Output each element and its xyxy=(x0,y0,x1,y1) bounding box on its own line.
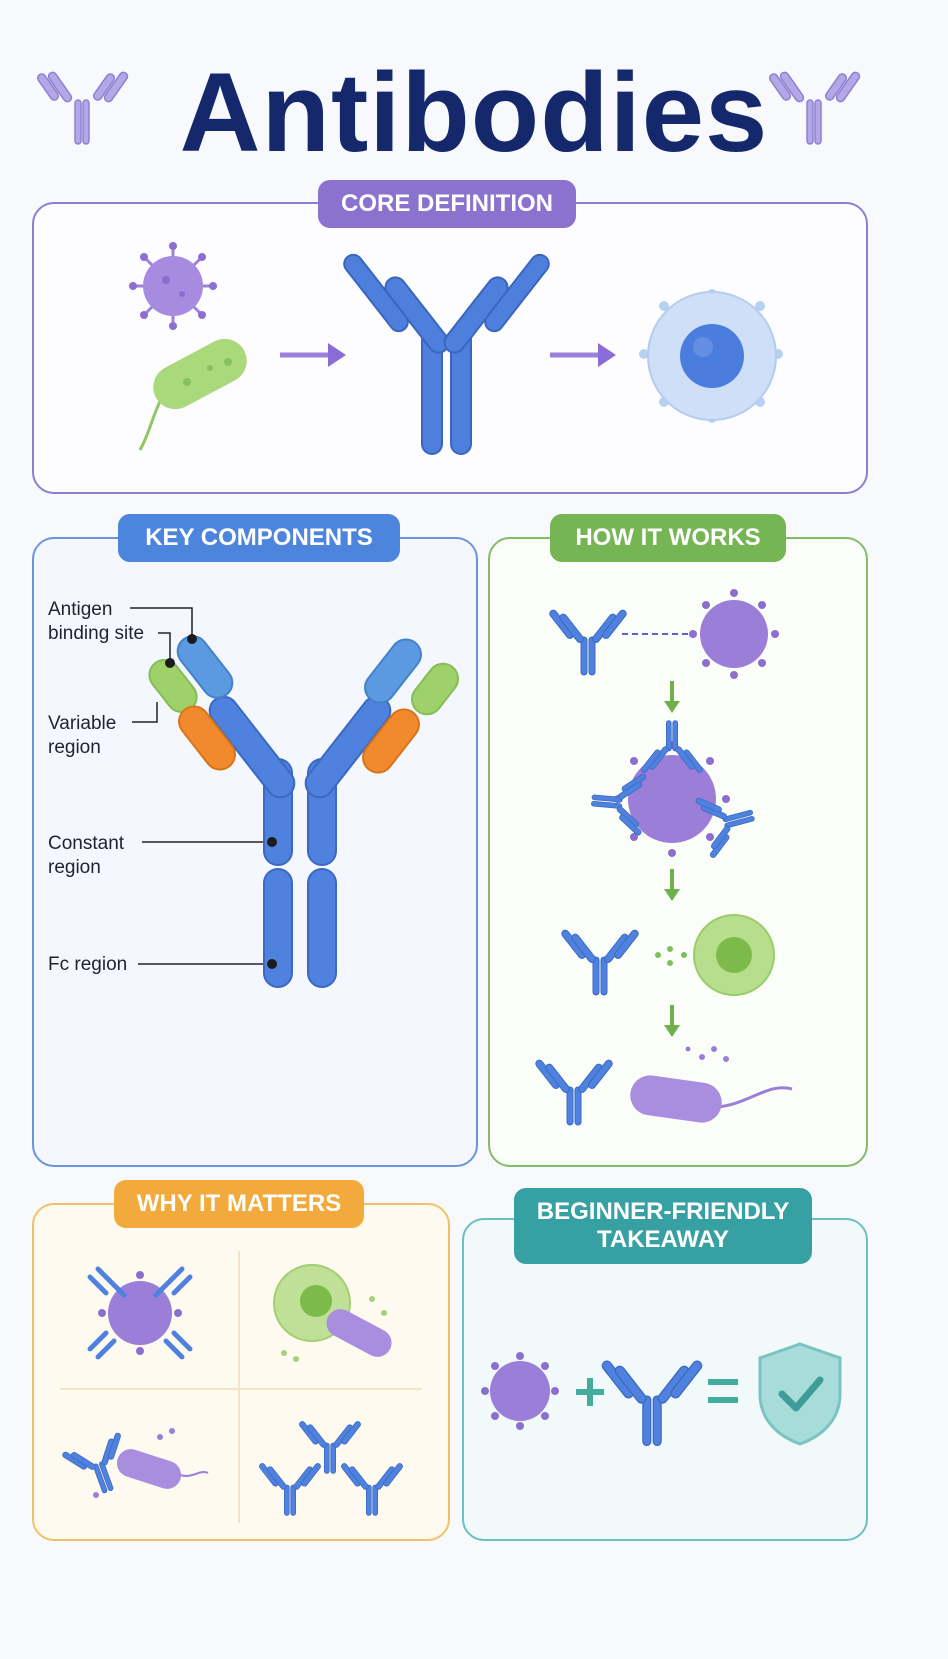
arrow-right-icon xyxy=(550,343,616,367)
why-it-matters-label: WHY IT MATTERS xyxy=(114,1180,364,1228)
fc-region-label: Fc region xyxy=(48,954,128,975)
antibody-icon-left xyxy=(36,71,129,145)
equals-icon xyxy=(708,1379,738,1403)
antibody-structure-diagram xyxy=(130,607,460,988)
virus-icon xyxy=(689,589,779,679)
arrow-down-icon xyxy=(664,1005,680,1037)
takeaway-equation xyxy=(481,1342,842,1447)
arrow-right-icon xyxy=(280,343,346,367)
how-it-works-label: HOW IT WORKS xyxy=(550,514,786,562)
shield-check-icon xyxy=(758,1342,842,1446)
immune-cell-icon xyxy=(639,289,783,423)
constant-region-label: Constant region xyxy=(48,833,125,878)
antigen-binding-site-label: Antigen binding site xyxy=(48,599,145,644)
key-components-label: KEY COMPONENTS xyxy=(118,514,400,562)
variable-region-label: Variable region xyxy=(48,713,117,758)
virus-icon xyxy=(481,1352,559,1430)
antibody-icon-right xyxy=(768,71,861,145)
antibody-icon xyxy=(343,253,550,455)
how-it-works-diagram xyxy=(533,589,793,1126)
virus-icon xyxy=(614,741,730,857)
arrow-down-icon xyxy=(664,869,680,901)
virus-icon xyxy=(129,242,217,330)
plus-icon xyxy=(576,1378,604,1406)
bacterium-icon xyxy=(630,1046,793,1123)
takeaway-label: BEGINNER-FRIENDLY TAKEAWAY xyxy=(514,1188,812,1264)
bacterium-icon xyxy=(138,338,247,451)
page-title: Antibodies xyxy=(179,50,769,175)
why-it-matters-diagram xyxy=(60,1251,422,1523)
core-definition-label: CORE DEFINITION xyxy=(318,180,576,228)
arrow-down-icon xyxy=(664,681,680,713)
phagocyte-icon xyxy=(693,914,775,996)
core-definition-illustration xyxy=(129,242,783,455)
